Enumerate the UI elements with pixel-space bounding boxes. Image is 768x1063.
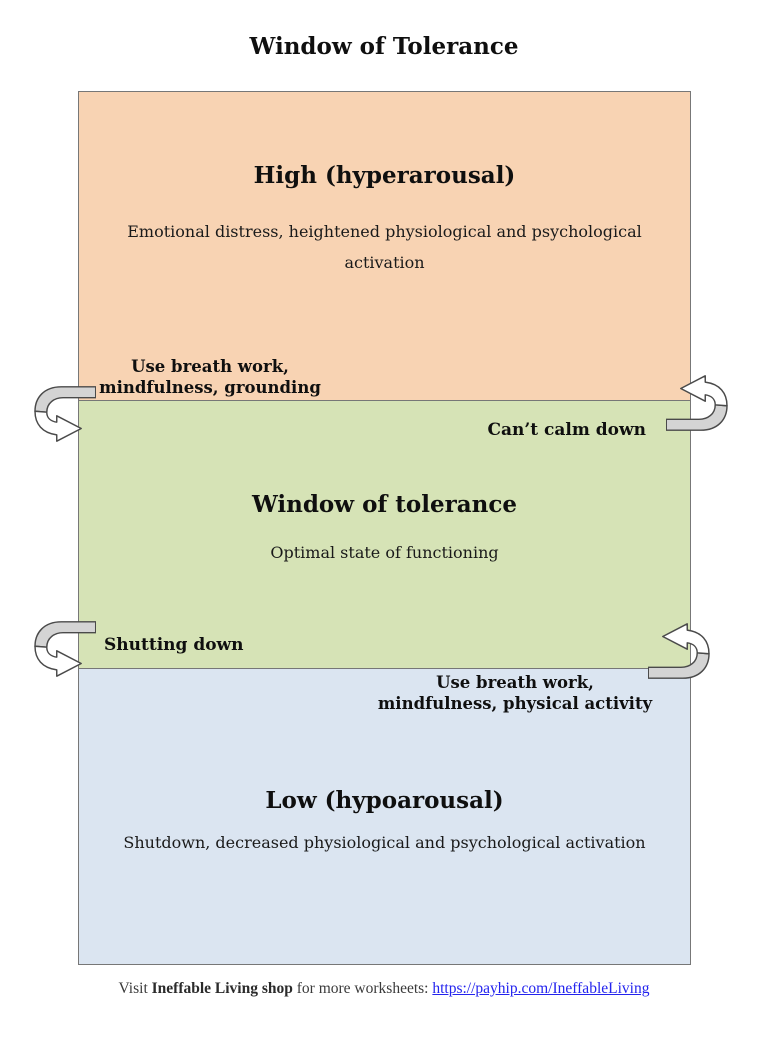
zone-low-hypoarousal: Use breath work, mindfulness, physical a…: [78, 668, 691, 965]
cant-calm-down-label: Can’t calm down: [487, 420, 646, 440]
footer-prefix: Visit: [118, 980, 152, 997]
curved-arrow-down-icon: [32, 385, 96, 443]
footer-brand: Ineffable Living shop: [151, 980, 293, 997]
curved-arrow-down-icon: [32, 620, 96, 678]
regulation-note-line2: mindfulness, grounding: [99, 378, 321, 397]
zone-low-heading: Low (hypoarousal): [265, 787, 504, 814]
regulation-note-hyperarousal: Use breath work, mindfulness, grounding: [85, 356, 335, 398]
zone-high-heading: High (hyperarousal): [253, 162, 516, 189]
payhip-link[interactable]: https://payhip.com/IneffableLiving: [432, 980, 650, 997]
regulation-note-line2: mindfulness, physical activity: [377, 694, 653, 713]
shutting-down-label: Shutting down: [104, 635, 244, 655]
zone-window-of-tolerance: Can’t calm down Window of tolerance Opti…: [78, 400, 691, 669]
curved-arrow-up-icon: [648, 622, 712, 680]
zone-low-description: Shutdown, decreased physiological and ps…: [123, 833, 646, 852]
curved-arrow-up-icon: [666, 374, 730, 432]
regulation-note-hypoarousal: Use breath work, mindfulness, physical a…: [364, 672, 666, 714]
footer-credit: Visit Ineffable Living shop for more wor…: [0, 980, 768, 998]
regulation-note-line1: Use breath work,: [131, 357, 289, 376]
page-title: Window of Tolerance: [249, 33, 519, 60]
regulation-note-line1: Use breath work,: [436, 673, 594, 692]
zone-window-description: Optimal state of functioning: [270, 543, 499, 562]
zone-high-description: Emotional distress, heightened physiolog…: [127, 222, 642, 272]
zone-window-heading: Window of tolerance: [251, 491, 518, 518]
zone-high-hyperarousal: High (hyperarousal) Emotional distress, …: [78, 91, 691, 401]
footer-middle: for more worksheets:: [292, 980, 433, 997]
